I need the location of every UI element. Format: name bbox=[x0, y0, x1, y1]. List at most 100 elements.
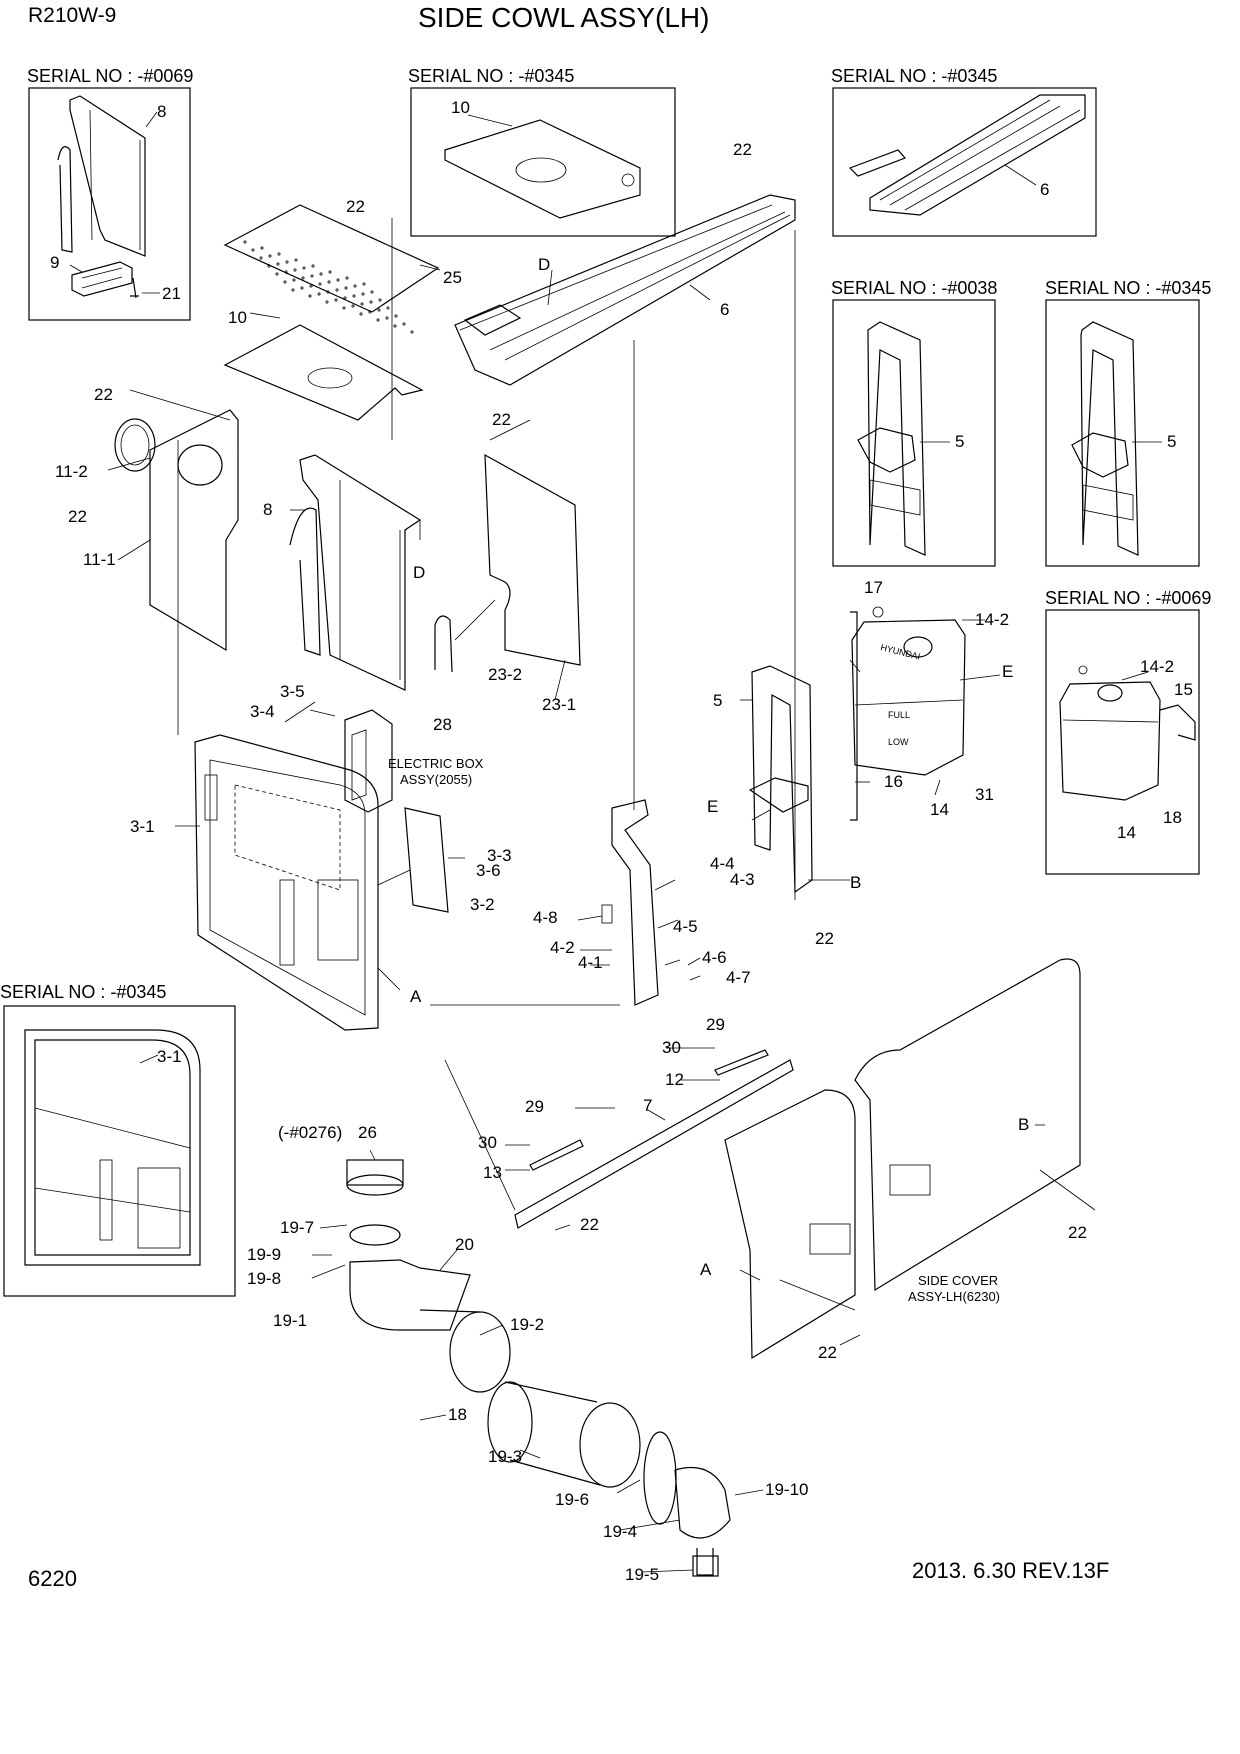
serial-box-top-right: SERIAL NO : -#0345 bbox=[831, 66, 1097, 237]
callout-14: 14 bbox=[1117, 823, 1136, 842]
callout-19-1: 19-1 bbox=[273, 1311, 307, 1330]
serial-label: SERIAL NO : -#0345 bbox=[831, 66, 997, 86]
callout-4-2: 4-2 bbox=[550, 938, 575, 957]
callout-5: 5 bbox=[713, 691, 722, 710]
tank-brand: HYUNDAI bbox=[880, 642, 922, 662]
callout-12: 12 bbox=[665, 1070, 684, 1089]
part-23-panel bbox=[434, 453, 581, 673]
callout-19-2: 19-2 bbox=[510, 1315, 544, 1334]
callout-11-1: 11-1 bbox=[83, 550, 116, 569]
callout-18: 18 bbox=[1163, 808, 1182, 827]
revision-date: 2013. 6.30 REV.13F bbox=[912, 1558, 1109, 1583]
callout-31: 31 bbox=[975, 785, 994, 804]
electric-box bbox=[344, 709, 393, 813]
callout-B: B bbox=[850, 873, 861, 892]
side-cover-assy bbox=[724, 958, 1081, 1360]
callout-E: E bbox=[1002, 662, 1013, 681]
callout-14: 14 bbox=[930, 800, 949, 819]
serial-note-26: (-#0276) bbox=[278, 1123, 342, 1142]
callout-21: 21 bbox=[162, 284, 181, 303]
callout-3-5: 3-5 bbox=[280, 682, 305, 701]
callout-6: 6 bbox=[720, 300, 729, 319]
callout-26: 26 bbox=[358, 1123, 377, 1142]
part-3-1-frame bbox=[194, 734, 379, 1031]
callout-3-1: 3-1 bbox=[130, 817, 155, 836]
serial-label: SERIAL NO : -#0038 bbox=[831, 278, 997, 298]
callout-B: B bbox=[1018, 1115, 1029, 1134]
callout-10: 10 bbox=[228, 308, 247, 327]
model-number: R210W-9 bbox=[28, 4, 116, 27]
callout-8: 8 bbox=[263, 500, 272, 519]
callout-D: D bbox=[413, 563, 425, 582]
serial-label: SERIAL NO : -#0069 bbox=[1045, 588, 1211, 608]
callout-22: 22 bbox=[346, 197, 365, 216]
callout-14-2: 14-2 bbox=[1140, 657, 1174, 676]
callout-23-2: 23-2 bbox=[488, 665, 522, 684]
callout-19-3: 19-3 bbox=[488, 1447, 522, 1466]
callout-3-1: 3-1 bbox=[157, 1047, 182, 1066]
callout-22: 22 bbox=[68, 507, 87, 526]
callout-labels: 8 9 21 10 6 22 25 10 22 D 6 22 11-2 22 1… bbox=[50, 98, 1193, 1584]
callout-20: 20 bbox=[455, 1235, 474, 1254]
electric-box-label: ELECTRIC BOX bbox=[388, 756, 484, 771]
callout-D: D bbox=[538, 255, 550, 274]
callout-4-6: 4-6 bbox=[702, 948, 727, 967]
leader-lines bbox=[107, 218, 1096, 1573]
serial-box-mid-right-a: SERIAL NO : -#0038 bbox=[831, 278, 997, 567]
callout-22: 22 bbox=[818, 1343, 837, 1362]
callout-9: 9 bbox=[50, 253, 59, 272]
callout-15: 15 bbox=[1174, 680, 1193, 699]
callout-8: 8 bbox=[157, 102, 166, 121]
serial-label: SERIAL NO : -#0345 bbox=[1045, 278, 1211, 298]
side-cover-assy-no: ASSY-LH(6230) bbox=[908, 1289, 1000, 1304]
callout-3-6: 3-6 bbox=[476, 861, 501, 880]
part-7-bar bbox=[514, 1059, 794, 1229]
part-4-1-bracket bbox=[601, 799, 659, 1006]
callout-11-2: 11-2 bbox=[55, 462, 88, 481]
callout-29: 29 bbox=[706, 1015, 725, 1034]
callout-14-2: 14-2 bbox=[975, 610, 1009, 629]
callout-3-3: 3-3 bbox=[487, 846, 512, 865]
callout-16: 16 bbox=[884, 772, 903, 791]
part-10-plate bbox=[223, 324, 424, 421]
serial-box-bottom-left: SERIAL NO : -#0345 bbox=[0, 982, 236, 1297]
serial-box-tank-right: SERIAL NO : -#0069 bbox=[1045, 588, 1211, 875]
side-cover-label: SIDE COVER bbox=[918, 1273, 998, 1288]
electric-box-assy: ASSY(2055) bbox=[400, 772, 472, 787]
part-12-13-bars bbox=[529, 1049, 769, 1171]
serial-label: SERIAL NO : -#0345 bbox=[408, 66, 574, 86]
callout-19-10: 19-10 bbox=[765, 1480, 808, 1499]
callout-28: 28 bbox=[433, 715, 452, 734]
callout-A: A bbox=[410, 987, 422, 1006]
serial-box-mid-right-b: SERIAL NO : -#0345 bbox=[1045, 278, 1211, 567]
tank-full-mark: FULL bbox=[888, 710, 910, 720]
callout-22: 22 bbox=[580, 1215, 599, 1234]
part-11-panel bbox=[114, 409, 239, 652]
callout-22: 22 bbox=[1068, 1223, 1087, 1242]
callout-3-2: 3-2 bbox=[470, 895, 495, 914]
part-19-air-cleaner bbox=[346, 1159, 731, 1577]
callout-13: 13 bbox=[483, 1163, 502, 1182]
callout-22: 22 bbox=[815, 929, 834, 948]
part-3-2-plate bbox=[404, 807, 449, 913]
callout-4-4: 4-4 bbox=[710, 854, 735, 873]
callout-19-5: 19-5 bbox=[625, 1565, 659, 1584]
part-25-perforated-plate bbox=[223, 204, 440, 334]
callout-10: 10 bbox=[451, 98, 470, 117]
page-number: 6220 bbox=[28, 1566, 77, 1591]
callout-30: 30 bbox=[662, 1038, 681, 1057]
callout-22: 22 bbox=[94, 385, 113, 404]
callout-3-4: 3-4 bbox=[250, 702, 275, 721]
serial-label: SERIAL NO : -#0069 bbox=[27, 66, 193, 86]
callout-18: 18 bbox=[448, 1405, 467, 1424]
callout-4-5: 4-5 bbox=[673, 917, 698, 936]
callout-25: 25 bbox=[443, 268, 462, 287]
callout-30: 30 bbox=[478, 1133, 497, 1152]
callout-22: 22 bbox=[733, 140, 752, 159]
callout-4-1: 4-1 bbox=[578, 953, 603, 972]
serial-box-top-mid: SERIAL NO : -#0345 bbox=[408, 66, 676, 237]
part-6-frame bbox=[454, 194, 796, 386]
callout-E: E bbox=[707, 797, 718, 816]
callout-5: 5 bbox=[955, 432, 964, 451]
